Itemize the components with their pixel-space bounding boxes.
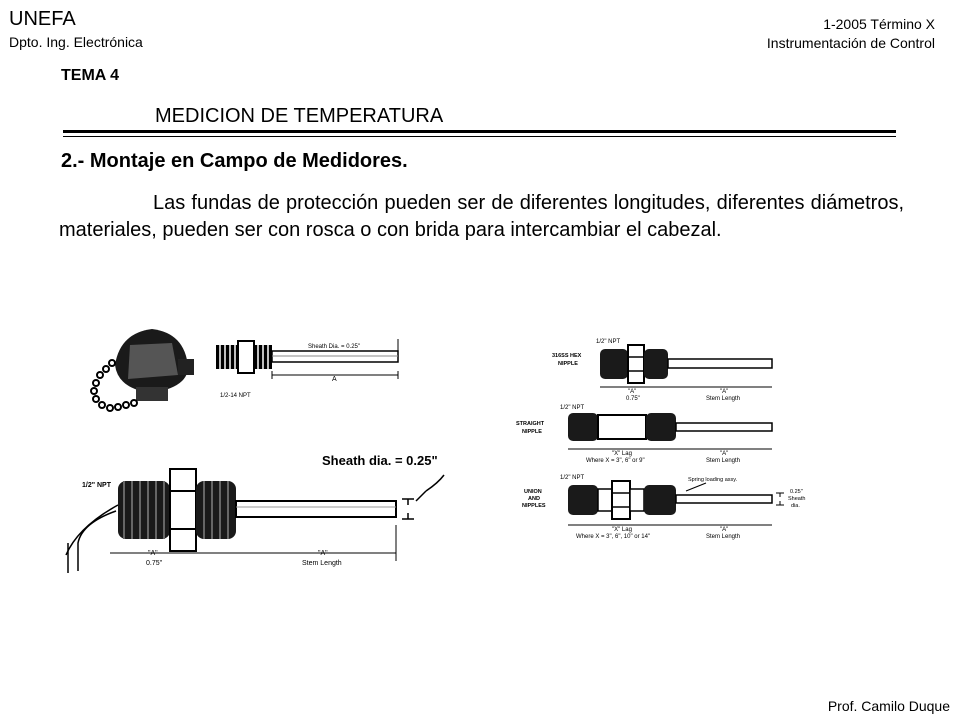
- r1-name-line2: NIPPLE: [558, 361, 578, 367]
- r2-name-line1: STRAIGHT: [516, 421, 545, 427]
- r3-name-line1: UNION: [524, 489, 542, 495]
- r1-name-line1: 316SS HEX: [552, 353, 582, 359]
- union-nipples-thermowell: 1/2" NPT UNION AND NIPPLES Spring loadin…: [522, 475, 805, 540]
- r3-stem-a-label: "A": [720, 527, 728, 533]
- thermowell-figure-right: 1/2" NPT 316SS HEX NIPPLE "A" 0.75" "A" …: [516, 339, 805, 540]
- small-a-label: A: [332, 376, 337, 383]
- small-thermowell-drawing: [216, 339, 399, 379]
- r3-name-line3: NIPPLES: [522, 503, 546, 509]
- author-footer: Prof. Camilo Duque: [827, 698, 950, 714]
- r3-where-label: Where X = 3", 6", 10" or 14": [576, 534, 650, 540]
- title-rule-thick: [63, 130, 896, 133]
- r3-name-line2: AND: [528, 496, 540, 502]
- page-title: MEDICION DE TEMPERATURA: [155, 105, 444, 127]
- r1-a-value: 0.75": [626, 396, 640, 402]
- r3-spring-label: Spring loading assy.: [688, 477, 738, 483]
- title-rule-thin: [63, 136, 896, 137]
- r1-stem-a-label: "A": [720, 389, 728, 395]
- big-a-label: "A": [148, 550, 158, 557]
- big-a-value: 0.75": [146, 560, 163, 567]
- r3-npt-label: 1/2" NPT: [560, 475, 584, 481]
- r3-dia-line2: Sheath: [788, 496, 805, 502]
- straight-nipple-thermowell: 1/2" NPT STRAIGHT NIPPLE "X" Lag Where X…: [516, 405, 773, 464]
- r2-stem-label: Stem Length: [706, 458, 740, 464]
- connection-head-drawing: [90, 329, 194, 412]
- section-paragraph: Las fundas de protección pueden ser de d…: [59, 192, 904, 241]
- section-heading: 2.- Montaje en Campo de Medidores.: [61, 150, 408, 172]
- big-npt-label: 1/2" NPT: [82, 482, 112, 489]
- thermowell-figure-left: Sheath Dia. = 0.25" A 1/2-14 NPT 1: [65, 329, 445, 573]
- org-department: Dpto. Ing. Electrónica: [9, 34, 143, 50]
- r2-where-label: Where X = 3", 6" or 9": [586, 458, 645, 464]
- r3-stem-label: Stem Length: [706, 534, 740, 540]
- topic-label: TEMA 4: [61, 67, 120, 84]
- big-sheath-label: Sheath dia. = 0.25": [322, 453, 438, 468]
- r1-a-label: "A": [628, 389, 636, 395]
- r1-stem-label: Stem Length: [706, 396, 740, 402]
- r2-npt-label: 1/2" NPT: [560, 405, 584, 411]
- r1-npt-label: 1/2" NPT: [596, 339, 620, 345]
- org-name: UNEFA: [9, 8, 76, 30]
- detailed-thermowell-drawing: [65, 468, 445, 573]
- big-stem-label: Stem Length: [302, 560, 342, 567]
- r2-name-line2: NIPPLE: [522, 429, 542, 435]
- term-label: 1-2005 Término X: [823, 16, 935, 32]
- r3-lag-label: "X" Lag: [612, 527, 632, 533]
- course-label: Instrumentación de Control: [766, 35, 935, 51]
- r2-stem-a-label: "A": [720, 451, 728, 457]
- hex-nipple-thermowell: 1/2" NPT 316SS HEX NIPPLE "A" 0.75" "A" …: [552, 339, 773, 402]
- r3-dia-line3: dia.: [791, 503, 800, 509]
- r3-dia-line1: 0.25": [790, 489, 803, 495]
- r2-lag-label: "X" Lag: [612, 451, 632, 457]
- big-stem-a-label: "A": [318, 550, 328, 557]
- small-npt-label: 1/2-14 NPT: [220, 393, 251, 399]
- small-sheath-label: Sheath Dia. = 0.25": [308, 344, 360, 350]
